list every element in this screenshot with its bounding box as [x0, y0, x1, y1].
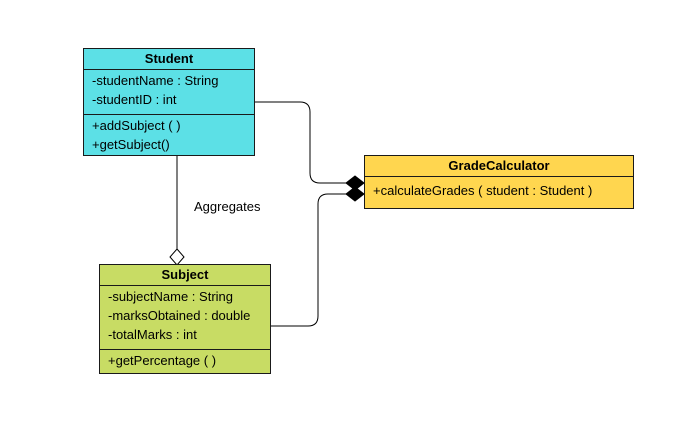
aggregation-diamond-icon [169, 248, 185, 266]
student-class-name: Student [84, 49, 254, 70]
student-attributes: -studentName : String -studentID : int [84, 70, 254, 114]
student-attribute-studentid: -studentID : int [92, 92, 177, 107]
gradecalculator-method-calculategrades: +calculateGrades ( student : Student ) [373, 183, 593, 198]
aggregation-label: Aggregates [194, 199, 261, 214]
student-attribute-studentname: -studentName : String [92, 73, 219, 88]
subject-class-name: Subject [100, 265, 270, 286]
gradecalculator-class-box[interactable]: GradeCalculator +calculateGrades ( stude… [364, 155, 634, 209]
subject-class-box[interactable]: Subject -subjectName : String -marksObta… [99, 264, 271, 374]
subject-attribute-marksobtained: -marksObtained : double [108, 308, 251, 323]
subject-attribute-subjectname: -subjectName : String [108, 289, 233, 304]
composition-line-student [255, 101, 346, 184]
subject-attribute-totalmarks: -totalMarks : int [108, 327, 197, 342]
composition-line-subject [271, 193, 346, 327]
student-method-addsubject: +addSubject ( ) [92, 118, 181, 133]
gradecalculator-class-name: GradeCalculator [365, 156, 633, 177]
student-methods: +addSubject ( ) +getSubject() [84, 114, 254, 154]
composition-diamond-subject-icon [345, 186, 365, 202]
subject-method-getpercentage: +getPercentage ( ) [108, 353, 217, 368]
subject-attributes: -subjectName : String -marksObtained : d… [100, 286, 270, 349]
gradecalculator-methods: +calculateGrades ( student : Student ) [365, 177, 633, 200]
student-class-box[interactable]: Student -studentName : String -studentID… [83, 48, 255, 156]
student-method-getsubject: +getSubject() [92, 137, 170, 152]
subject-methods: +getPercentage ( ) [100, 349, 270, 370]
